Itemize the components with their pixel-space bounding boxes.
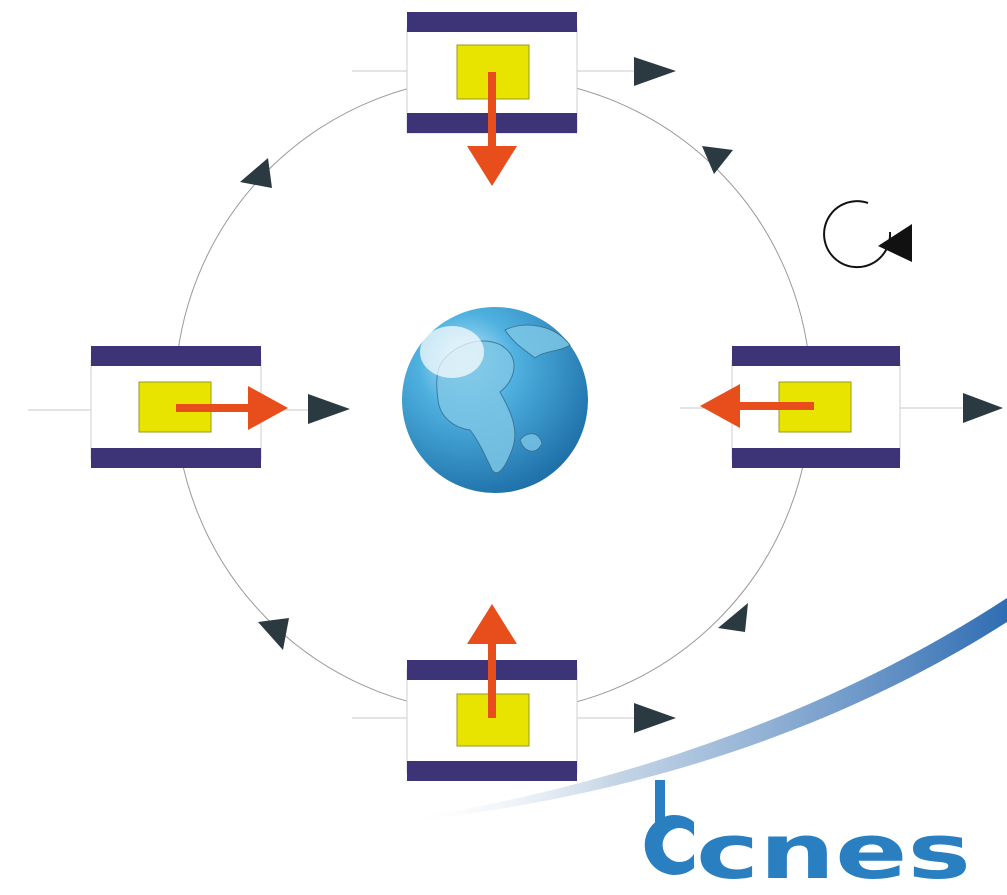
solar-panel bbox=[732, 448, 900, 468]
orbit-marker bbox=[702, 146, 733, 174]
orbit-marker bbox=[634, 57, 676, 86]
solar-panel bbox=[91, 448, 261, 468]
force-arrow-head bbox=[467, 146, 517, 186]
force-arrow-head bbox=[467, 604, 517, 644]
force-arrow-shaft bbox=[488, 72, 496, 148]
orbit-marker bbox=[240, 158, 272, 188]
force-arrow-shaft bbox=[176, 404, 252, 412]
earth-icon bbox=[402, 307, 588, 493]
solar-panel bbox=[732, 346, 900, 366]
orbit-marker bbox=[308, 394, 350, 424]
force-arrow-head bbox=[700, 384, 740, 428]
orbit-marker bbox=[963, 393, 1003, 423]
solar-panel bbox=[407, 761, 577, 781]
orbit-direction-markers bbox=[240, 57, 1003, 733]
orbit-marker bbox=[634, 703, 676, 733]
satellite-icon bbox=[90, 346, 288, 468]
force-arrow-shaft bbox=[488, 640, 496, 718]
satellite-icon bbox=[700, 346, 901, 468]
solar-panel bbox=[91, 346, 261, 366]
rotation-clockwise-icon bbox=[823, 200, 912, 269]
satellite-icon bbox=[406, 604, 578, 781]
orbit-marker bbox=[718, 603, 748, 632]
force-arrow-shaft bbox=[736, 402, 814, 410]
cnes-logo-icon: cnes bbox=[644, 780, 971, 895]
force-arrow-head bbox=[248, 386, 288, 430]
orbit-marker bbox=[258, 618, 289, 650]
solar-panel bbox=[407, 12, 577, 32]
satellite-icon bbox=[406, 12, 578, 186]
logo-text: cnes bbox=[696, 807, 971, 895]
